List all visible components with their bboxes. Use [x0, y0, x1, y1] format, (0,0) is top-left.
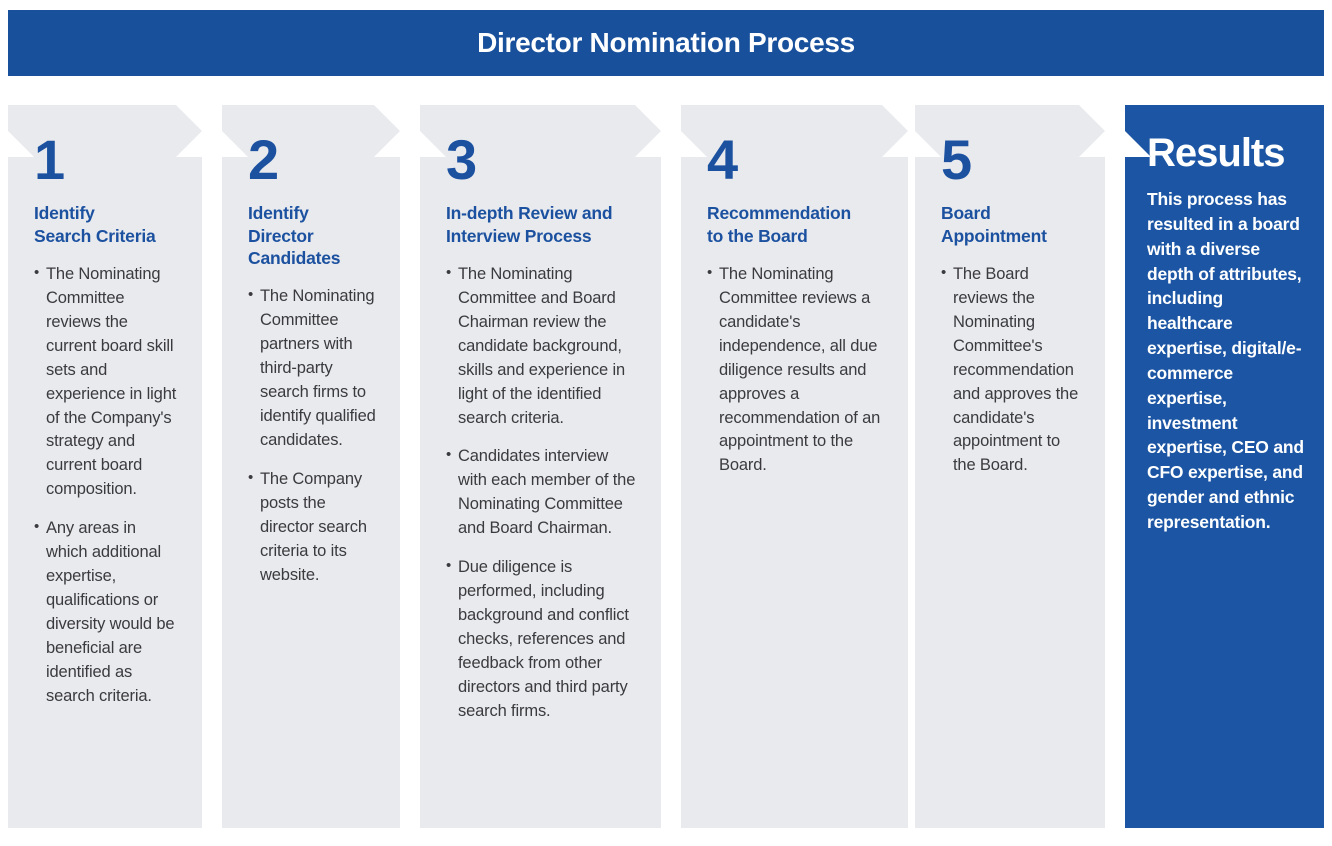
step-heading-line: Appointment	[941, 225, 1047, 246]
step-heading-line: In-depth Review and	[446, 203, 613, 224]
step-bullets-1: The Nominating Committee reviews the cur…	[34, 263, 180, 709]
step-number-5: 5	[941, 128, 972, 191]
step-heading-line: Board	[941, 203, 991, 224]
bullet-item: The Nominating Committee partners with t…	[248, 285, 378, 452]
header-banner: Director Nomination Process	[8, 10, 1324, 76]
step-heading-line: Recommendation	[707, 203, 852, 224]
step-bullets-4: The Nominating Committee reviews a candi…	[707, 263, 886, 478]
step-bullets-2: The Nominating Committee partners with t…	[248, 285, 378, 587]
bullet-item: Any areas in which additional expertise,…	[34, 517, 180, 708]
bullet-item: The Board reviews the Nominating Committ…	[941, 263, 1083, 478]
results-panel: Results This process has resulted in a b…	[1125, 105, 1324, 828]
bullet-item: Due diligence is performed, including ba…	[446, 556, 639, 723]
step-number-3: 3	[446, 128, 477, 191]
step-bullets-3: The Nominating Committee and Board Chair…	[446, 263, 639, 724]
bullet-item: The Nominating Committee reviews a candi…	[707, 263, 886, 478]
page-title: Director Nomination Process	[477, 27, 855, 58]
step-number-4: 4	[707, 128, 738, 191]
step-number-2: 2	[248, 128, 279, 191]
bullet-item: The Company posts the director search cr…	[248, 468, 378, 588]
bullet-item: Candidates interview with each member of…	[446, 445, 639, 541]
step-bullets-5: The Board reviews the Nominating Committ…	[941, 263, 1083, 478]
step-number-1: 1	[34, 128, 65, 191]
step-heading-line: Identify	[248, 203, 309, 224]
bullet-item: The Nominating Committee reviews the cur…	[34, 263, 180, 502]
step-heading-line: Search Criteria	[34, 225, 156, 246]
step-heading-line: Identify	[34, 203, 95, 224]
step-heading-line: to the Board	[707, 225, 808, 246]
step-heading-line: Candidates	[248, 247, 341, 268]
step-heading-line: Director	[248, 225, 314, 246]
results-body: This process has resulted in a board wit…	[1147, 189, 1304, 532]
results-title: Results	[1147, 131, 1286, 175]
step-heading-line: Interview Process	[446, 225, 592, 246]
bullet-item: The Nominating Committee and Board Chair…	[446, 263, 639, 430]
